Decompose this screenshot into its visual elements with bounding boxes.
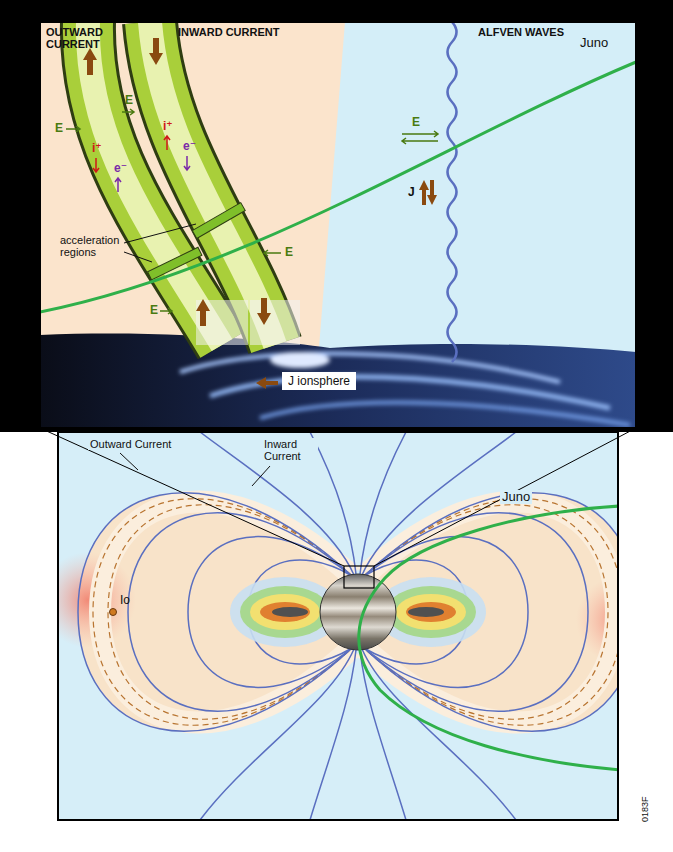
electron-label: e⁻ bbox=[114, 162, 127, 175]
panel-border bbox=[40, 22, 636, 428]
acceleration-band bbox=[192, 203, 245, 239]
ion-arrow bbox=[93, 158, 99, 172]
io-moon bbox=[110, 609, 117, 616]
open-field-line bbox=[362, 649, 516, 820]
electron-arrow bbox=[115, 178, 121, 192]
current-arrow bbox=[419, 180, 429, 205]
e-field-arrow bbox=[160, 308, 172, 314]
leader-line bbox=[120, 453, 138, 470]
panel-border bbox=[58, 432, 618, 820]
belt bbox=[396, 594, 466, 630]
electron-label: e⁻ bbox=[183, 140, 196, 153]
belt bbox=[260, 602, 310, 622]
panel-heading: OUTWARD CURRENT bbox=[46, 26, 132, 50]
box-text: J ionsphere bbox=[288, 374, 350, 388]
field-label: E bbox=[150, 304, 158, 317]
spacecraft-label: Juno bbox=[500, 490, 532, 504]
open-field-line bbox=[310, 650, 356, 820]
jupiter-limb bbox=[40, 333, 636, 428]
field-lines bbox=[78, 432, 618, 820]
zoom-line bbox=[40, 428, 344, 566]
e-field-arrow bbox=[122, 109, 134, 115]
open-field-line bbox=[200, 432, 354, 575]
open-field-line bbox=[360, 650, 406, 820]
juno-orbit bbox=[359, 506, 618, 770]
inward-flux-tube bbox=[150, 22, 275, 345]
field-label: E bbox=[55, 122, 63, 135]
current-bands bbox=[93, 499, 618, 726]
field-line bbox=[78, 493, 352, 732]
leader-line bbox=[124, 252, 152, 262]
belt bbox=[272, 607, 308, 617]
flux-tube-edge bbox=[150, 22, 275, 345]
ionosphere-current-arrow bbox=[256, 377, 278, 389]
top-panel bbox=[40, 22, 636, 428]
spacecraft-label: Juno bbox=[580, 36, 608, 50]
tube-foot bbox=[196, 300, 248, 345]
leader-line bbox=[252, 466, 270, 486]
belt bbox=[250, 594, 320, 630]
flux-tube-core bbox=[150, 22, 275, 345]
panel-heading: ALFVEN WAVES bbox=[478, 26, 564, 38]
current-arrow bbox=[149, 38, 163, 65]
aurora-spot bbox=[270, 352, 330, 368]
field-label: E bbox=[125, 94, 133, 107]
field-arrows bbox=[66, 109, 438, 314]
e-field-arrow bbox=[402, 138, 438, 144]
current-arrow bbox=[257, 298, 271, 325]
zoom-line bbox=[374, 428, 636, 566]
current-line bbox=[93, 499, 352, 726]
tube-foot bbox=[250, 300, 300, 345]
current-label: Inward Current bbox=[262, 438, 318, 462]
particle-arrows bbox=[93, 136, 190, 192]
current-label: J bbox=[408, 186, 415, 199]
plasma-sheet-ground bbox=[40, 22, 636, 428]
belt bbox=[240, 586, 330, 638]
bottom-panel bbox=[58, 432, 618, 820]
ionosphere-current-box: J ionsphere bbox=[282, 372, 356, 390]
field-label: E bbox=[285, 246, 293, 259]
belt bbox=[406, 602, 456, 622]
current-arrow bbox=[83, 48, 97, 75]
panel-heading: INWARD CURRENT bbox=[178, 26, 279, 38]
current-label: Outward Current bbox=[88, 438, 173, 450]
e-field-arrow bbox=[264, 250, 281, 256]
aurora bbox=[180, 352, 630, 425]
current-arrow bbox=[196, 299, 210, 326]
belt bbox=[408, 607, 444, 617]
moon-label: Io bbox=[120, 594, 130, 607]
zoom-box bbox=[344, 566, 374, 588]
current-line bbox=[364, 505, 608, 720]
frame bbox=[0, 0, 673, 432]
belt bbox=[386, 586, 476, 638]
field-label: E bbox=[412, 116, 420, 129]
field-line bbox=[364, 493, 618, 732]
alfven-wave bbox=[448, 22, 457, 362]
aurora-oval bbox=[260, 403, 630, 425]
current-line bbox=[364, 499, 618, 726]
field-line bbox=[364, 513, 588, 711]
ion-label: i⁺ bbox=[163, 120, 173, 133]
leader-line bbox=[124, 224, 196, 243]
juno-trajectory bbox=[40, 62, 636, 312]
e-field-arrow bbox=[66, 126, 80, 132]
e-field-arrow bbox=[402, 131, 438, 137]
open-field-line bbox=[200, 649, 354, 820]
current-band bbox=[100, 502, 352, 723]
electron-arrow bbox=[184, 156, 190, 170]
figure-id: 0183F bbox=[641, 796, 651, 822]
ion-arrow bbox=[164, 136, 170, 150]
current-band bbox=[364, 502, 616, 723]
current-arrow bbox=[427, 180, 437, 205]
ion-label: i⁺ bbox=[92, 142, 102, 155]
field-line bbox=[128, 513, 352, 711]
current-line bbox=[108, 505, 352, 720]
region-label: acceleration regions bbox=[60, 234, 134, 258]
